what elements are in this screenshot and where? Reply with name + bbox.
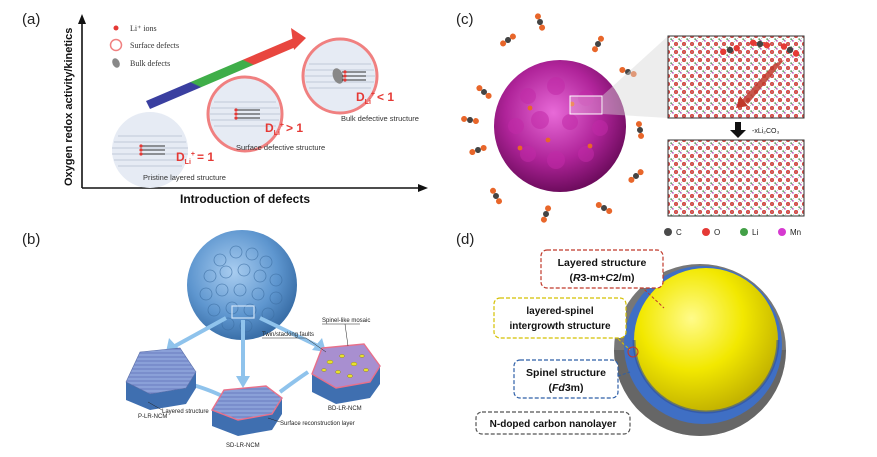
panel-c-label: (c) [456, 11, 474, 28]
p-lr-ncm-label: P-LR-NCM [138, 414, 167, 420]
legend-li-ion-dot [113, 25, 119, 31]
legend-li-ion-label: Li⁺ ions [130, 24, 157, 33]
trend-arrow-body [146, 38, 298, 109]
surface-defective-d-label: DLi+> 1 [265, 121, 303, 137]
reaction-arrow-head [730, 130, 746, 138]
sd-lr-ncm-slab: SD-LR-NCM [210, 385, 283, 449]
state-bulk-defective: DLi+< 1 Bulk defective structure [301, 37, 419, 123]
legend-bulk-defect-blob [112, 58, 120, 68]
element-legend: C O Li Mn [664, 228, 801, 237]
y-axis-arrowhead [78, 14, 86, 24]
arrow-to-sd-lr-ncm [236, 376, 250, 388]
callout-intergrowth-structure: layered-spinel intergrowth structure [493, 297, 627, 339]
panel-b-label: (b) [22, 231, 40, 248]
bd-lr-ncm-slab: BD-LR-NCM [311, 343, 381, 412]
legend-c-label: C [676, 228, 682, 237]
bd-lr-ncm-label: BD-LR-NCM [328, 406, 362, 412]
bulk-defective-d-label: DLi+< 1 [356, 90, 394, 106]
callout-layered-structure: Layered structure (R3-m+C2/m) [540, 249, 664, 289]
legend-li-dot [740, 228, 748, 236]
panel-c: (c) [456, 11, 805, 237]
surface-reconstruction-annotation: Surface reconstruction layer [280, 421, 355, 427]
panel-d-label: (d) [456, 231, 474, 248]
layered-structure-title: Layered structure [558, 257, 647, 269]
legend-surface-defect-label: Surface defects [130, 41, 179, 50]
callout-carbon-nanolayer: N-doped carbon nanolayer [475, 411, 631, 435]
y-axis-title: Oxygen redox activity/kinetics [63, 28, 75, 186]
carbon-nanolayer-title: N-doped carbon nanolayer [490, 419, 617, 430]
co2-molecules [461, 13, 645, 223]
legend-c-dot [664, 228, 672, 236]
reaction-label: -xLi₂CO₃ [752, 128, 779, 135]
x-axis-title: Introduction of defects [180, 192, 310, 206]
layered-structure-formula: (R3-m+C2/m) [569, 272, 634, 284]
surface-crystal-after [667, 139, 805, 217]
spinel-structure-title: Spinel structure [526, 367, 606, 379]
reaction-arrow-shaft [735, 122, 741, 130]
state-surface-defective: DLi+> 1 Surface defective structure [206, 75, 325, 153]
spinel-mosaic-annotation: Spinel-like mosaic [322, 318, 370, 324]
intergrowth-marker-circle [627, 346, 639, 358]
twin-stacking-annotation: Twin/stacking faults [262, 332, 314, 338]
pristine-d-label: DLi+= 1 [176, 150, 214, 166]
sphere-grain-texture [199, 245, 283, 333]
sd-lr-ncm-label: SD-LR-NCM [226, 443, 260, 449]
legend-li-label: Li [752, 228, 758, 237]
panel-a-label: (a) [22, 11, 40, 28]
state-pristine: DLi+= 1 Pristine layered structure [112, 112, 226, 188]
legend-mn-label: Mn [790, 228, 801, 237]
legend-o-dot [702, 228, 710, 236]
intergrowth-line2: intergrowth structure [509, 321, 611, 332]
surface-crystal-before [667, 35, 805, 119]
zoom-connector [602, 36, 668, 118]
pristine-caption: Pristine layered structure [143, 173, 226, 182]
x-axis-arrowhead [418, 184, 428, 192]
layered-structure-annotation: Layered structure [162, 409, 209, 415]
panel-d: (d) Layered structure (R3-m+C2/m) layere… [456, 231, 786, 436]
legend-surface-defect-ring [109, 38, 123, 52]
panel-b: (b) P-LR-NCM [22, 230, 381, 449]
zoom-region [569, 95, 603, 115]
callout-spinel-structure: Spinel structure (Fd3m) [513, 359, 619, 399]
p-lr-ncm-slab: P-LR-NCM [125, 347, 197, 420]
trend-arrow-head [291, 28, 306, 50]
zoom-box [231, 305, 255, 319]
bulk-defective-caption: Bulk defective structure [341, 114, 419, 123]
legend-o-label: O [714, 228, 720, 237]
layered-core [634, 268, 778, 412]
panel-a: (a) Oxygen redox activity/kinetics Intro… [22, 11, 428, 206]
legend-bulk-defect-label: Bulk defects [130, 59, 170, 68]
particle-surface-texture [508, 77, 608, 169]
spinel-structure-formula: (Fd3m) [548, 382, 583, 394]
legend-mn-dot [778, 228, 786, 236]
bulk-defect-blob [332, 68, 344, 84]
surface-defective-caption: Surface defective structure [236, 143, 325, 152]
intergrowth-line1: layered-spinel [526, 306, 593, 317]
